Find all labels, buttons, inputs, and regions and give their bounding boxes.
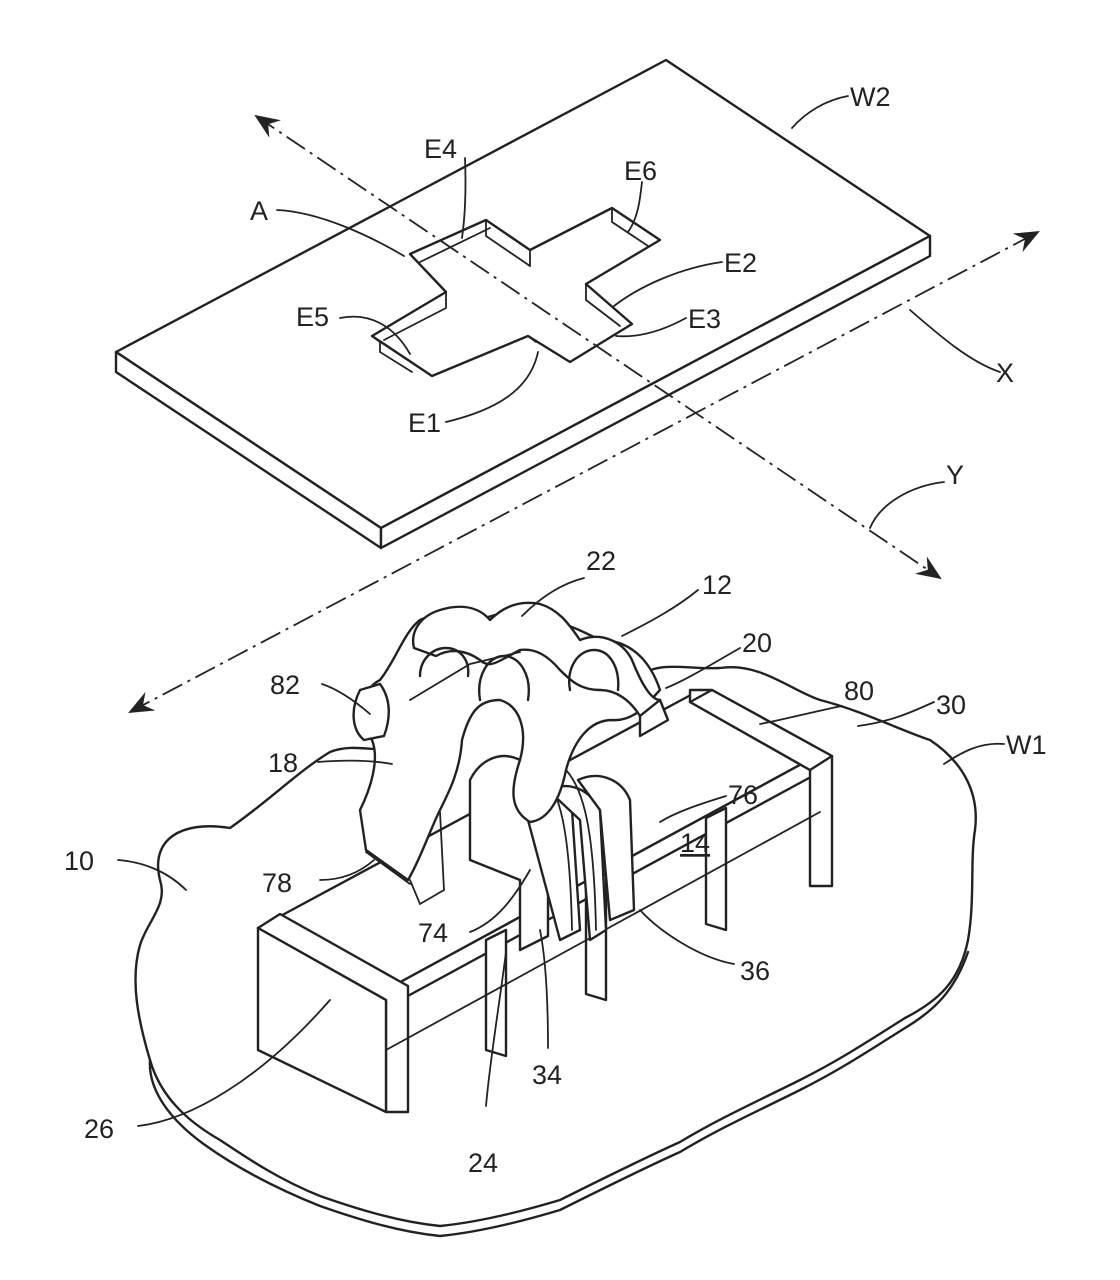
label-26: 26: [84, 1114, 114, 1144]
label-e5: E5: [296, 302, 329, 332]
label-78: 78: [262, 868, 292, 898]
axis-y-line: [128, 231, 1040, 713]
label-w2: W2: [850, 82, 891, 112]
axes: [128, 114, 1040, 713]
clip-assembly: [256, 601, 834, 1114]
leader-lines: [117, 95, 1005, 1127]
label-82: 82: [270, 670, 300, 700]
label-e4: E4: [424, 134, 457, 164]
label-e3: E3: [688, 304, 721, 334]
label-80: 80: [844, 676, 874, 706]
label-w1: W1: [1006, 730, 1047, 760]
label-e6: E6: [624, 156, 657, 186]
label-20: 20: [742, 628, 772, 658]
label-74: 74: [418, 918, 448, 948]
label-30: 30: [936, 690, 966, 720]
label-76: 76: [728, 780, 758, 810]
label-x: X: [996, 358, 1014, 388]
label-18: 18: [268, 748, 298, 778]
label-e2: E2: [724, 248, 757, 278]
label-y: Y: [946, 460, 964, 490]
label-36: 36: [740, 956, 770, 986]
label-14: 14: [680, 828, 710, 858]
label-34: 34: [532, 1060, 562, 1090]
label-e1: E1: [408, 408, 441, 438]
label-12: 12: [702, 570, 732, 600]
plate-w2: [114, 58, 932, 550]
label-10: 10: [64, 846, 94, 876]
reference-labels: W2 E4 E6 A E2 E5 E3 X E1 Y 22 12 20 82 8…: [64, 82, 1047, 1178]
label-a: A: [250, 196, 268, 226]
label-24: 24: [468, 1148, 498, 1178]
label-22: 22: [586, 546, 616, 576]
